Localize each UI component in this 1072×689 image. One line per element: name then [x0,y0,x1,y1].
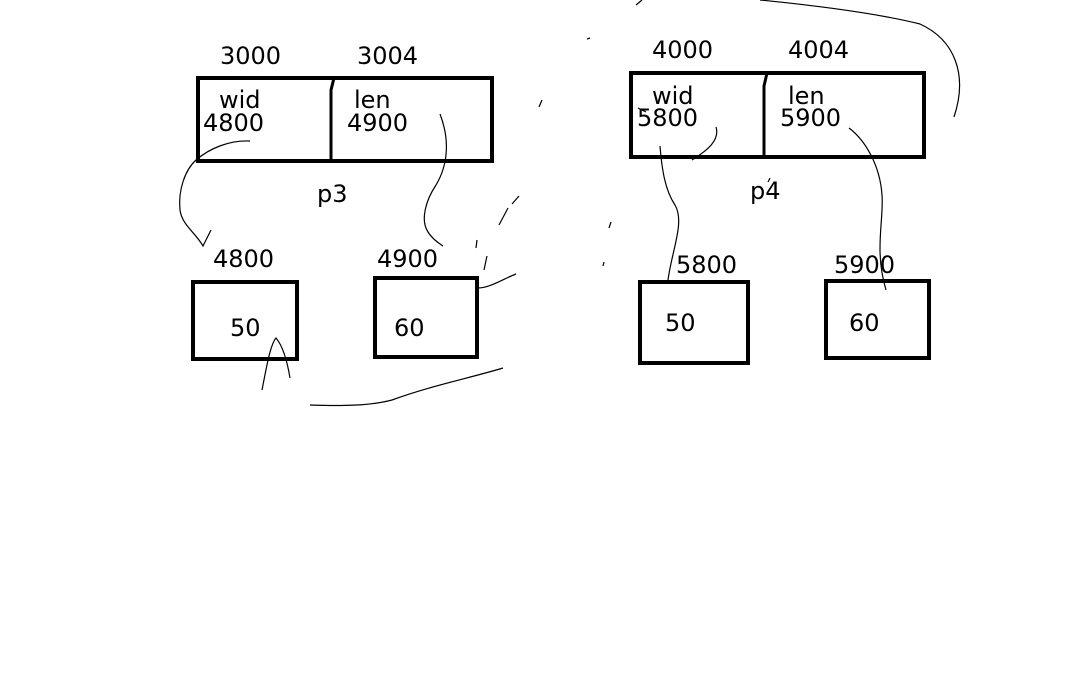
cell-5800-address: 5800 [676,251,737,279]
scribble-cell-4900-hook [477,273,517,289]
cell-5800-box [638,280,750,365]
scribble-bottom-curve [309,367,504,407]
cell-4800: 4800 50 [191,245,299,361]
p3-name: p3 [317,180,348,208]
scribble-top-arc [759,0,961,118]
cell-4800-box [191,280,299,361]
p4-wid-address: 4000 [652,36,713,64]
cell-5900: 5900 60 [824,251,931,360]
p3-len-address: 3004 [357,42,418,70]
p3-len-value: 4900 [347,109,408,137]
p3-field-divider [329,77,336,161]
scribble-dash-1 [498,207,509,226]
p4-wid-label: wid [652,82,694,110]
pointer-wid-p3-line [179,140,251,248]
p4-struct-box [629,71,926,159]
scribble-dash-9 [767,177,771,183]
p4-wid-value: 5800 [637,104,698,132]
scribble-cell-4800-loop [261,337,291,391]
pointer-scribbles [179,0,961,407]
p3-wid-value: 4800 [203,109,264,137]
scribble-dash-4 [483,255,488,271]
scribble-top-tick [635,0,643,6]
pointer-wid-p4-line [659,145,680,281]
p3-struct-box [196,76,494,163]
scribble-dash-7 [602,261,605,267]
pointer-len-p4-line [848,127,887,291]
scribble-p4-hook [691,126,718,161]
struct-p3: 3000 3004 wid 4800 len 4900 p3 [196,42,494,208]
cell-5900-value: 60 [849,309,880,337]
p4-len-label: len [788,82,825,110]
cell-4900: 4900 60 [373,245,479,359]
p3-wid-label: wid [219,86,261,114]
cell-5800: 5800 50 [638,251,750,365]
cell-5900-address: 5900 [834,251,895,279]
cell-4900-address: 4900 [377,245,438,273]
p4-len-value: 5900 [780,104,841,132]
cell-4900-value: 60 [394,314,425,342]
pointer-len-p3-line [423,113,447,247]
cell-4900-box [373,276,479,359]
p4-field-divider [762,72,769,157]
p3-len-label: len [354,86,391,114]
scribble-dash-10 [637,107,647,113]
cell-4800-address: 4800 [213,245,274,273]
cell-4800-value: 50 [230,314,261,342]
p4-len-address: 4004 [788,36,849,64]
struct-p4: 4000 4004 wid 5800 len 5900 p4 [629,36,926,205]
p3-wid-address: 3000 [220,42,281,70]
scribble-dash-3 [538,99,543,108]
scribble-dash-5 [475,239,478,249]
cell-5800-value: 50 [665,309,696,337]
scribble-dash-8 [586,37,591,40]
cell-5900-box [824,279,931,360]
p4-name: p4 [750,177,781,205]
scribble-dash-6 [608,221,612,229]
scribble-dash-2 [511,195,520,205]
